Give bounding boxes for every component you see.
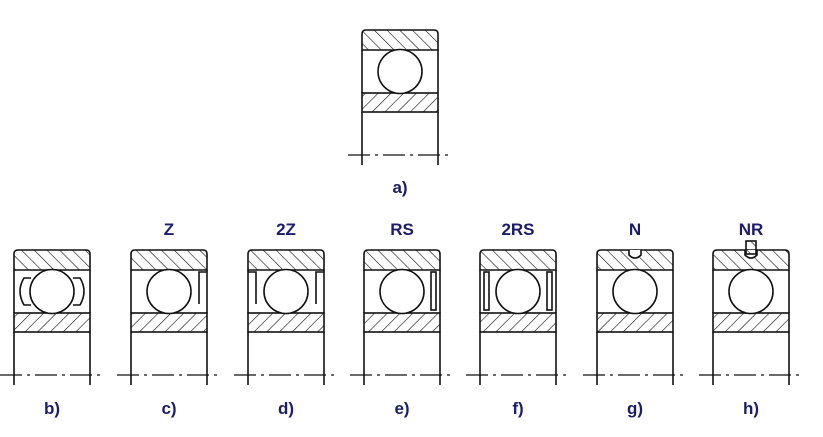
bearing-d: 2Z d)	[234, 220, 338, 418]
bearing-e: RS e)	[350, 220, 454, 418]
seal	[483, 271, 490, 311]
outer-ring	[712, 249, 790, 271]
cage	[19, 277, 31, 306]
bearing-h: NR h)	[699, 220, 803, 418]
seal	[546, 271, 553, 311]
outer-ring	[363, 249, 441, 271]
bearing-code-label: 2RS	[501, 220, 534, 239]
inner-ring	[247, 312, 325, 333]
shield	[198, 271, 207, 304]
bearing-caption: a)	[392, 178, 407, 197]
seal	[430, 271, 437, 311]
bearing-c: Zc)	[117, 220, 221, 418]
inner-ring	[361, 92, 439, 113]
outer-ring	[130, 249, 208, 271]
bearing-b: b)	[0, 249, 104, 418]
bearing-code-label: Z	[164, 220, 174, 239]
shield	[315, 271, 324, 304]
bearing-caption: b)	[44, 399, 60, 418]
bearing-caption: f)	[512, 399, 523, 418]
inner-ring	[130, 312, 208, 333]
ball	[146, 268, 192, 315]
snap-ring-groove	[628, 250, 642, 259]
bearing-code-label: RS	[390, 220, 414, 239]
ball	[263, 268, 309, 315]
outer-ring	[479, 249, 557, 271]
bearing-code-label: NR	[739, 220, 764, 239]
inner-ring	[13, 312, 91, 333]
bearing-caption: c)	[161, 399, 176, 418]
outer-ring	[596, 249, 674, 271]
cage	[73, 277, 85, 306]
ball	[728, 268, 774, 315]
outer-ring	[247, 249, 325, 271]
ball	[495, 268, 541, 315]
ball	[377, 48, 423, 95]
ball	[379, 268, 425, 315]
bearing-caption: g)	[627, 399, 643, 418]
ball	[612, 268, 658, 315]
inner-ring	[712, 312, 790, 333]
ball	[29, 268, 75, 315]
shield	[248, 271, 257, 304]
inner-ring	[479, 312, 557, 333]
bearing-caption: h)	[743, 399, 759, 418]
bearing-a: a)	[348, 29, 452, 197]
bearing-caption: e)	[394, 399, 409, 418]
bearing-caption: d)	[278, 399, 294, 418]
bearing-code-label: 2Z	[276, 220, 296, 239]
bearing-g: Ng)	[583, 220, 687, 418]
snap-ring	[745, 240, 757, 255]
outer-ring	[13, 249, 91, 271]
inner-ring	[363, 312, 441, 333]
bearing-f: 2RS f)	[466, 220, 570, 418]
outer-ring	[361, 29, 439, 51]
inner-ring	[596, 312, 674, 333]
bearing-code-label: N	[629, 220, 641, 239]
